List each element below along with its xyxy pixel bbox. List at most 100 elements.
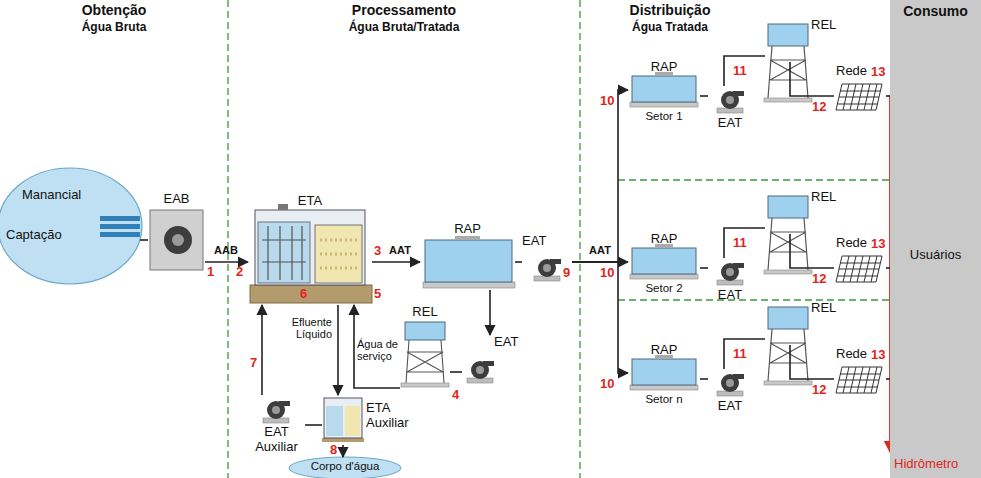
pump-station: EAT [708, 86, 752, 142]
node-label: EAT [708, 399, 752, 414]
pipe-connector [372, 261, 420, 263]
callout-number: 11 [733, 64, 747, 79]
reservoir: RAP Setor n [628, 343, 700, 409]
pipe-connector [342, 445, 344, 457]
node-label: REL [811, 190, 847, 205]
section-subtitle: Água Tratada [580, 21, 760, 34]
callout-number: 12 [812, 100, 826, 115]
callout-number: 11 [733, 236, 747, 251]
node-label: Rede [836, 347, 870, 362]
water-body: Corpo d'água [290, 457, 400, 478]
callout-number: 9 [563, 266, 570, 281]
callout-number: 7 [250, 356, 257, 371]
pipe-label: AAT [589, 244, 611, 256]
node-label: EAB [148, 192, 205, 207]
node-label: Rede [836, 64, 870, 79]
node-label: Setor 1 [628, 110, 700, 123]
callout-number: 2 [236, 265, 243, 280]
section-title: Distribuição [580, 3, 760, 19]
node-label: EAT [708, 116, 752, 131]
callout-number: 10 [600, 377, 614, 392]
callout-number: 13 [871, 348, 885, 363]
section-subtitle: Água Bruta [0, 21, 228, 34]
treatment-plant: ETA Auxiliar [322, 395, 440, 445]
pump-station: EAT [708, 369, 752, 425]
pipe-connector [337, 305, 339, 395]
pump-station: EAT [522, 232, 572, 290]
callout-number: 4 [452, 388, 459, 403]
pipe-connector [724, 339, 765, 369]
pump-station: EAT Auxiliar [248, 395, 305, 468]
node-label: EAT [708, 288, 752, 303]
pipe-connector [724, 228, 765, 258]
pipe-connector [354, 305, 400, 388]
callout-number: 12 [812, 272, 826, 287]
section-subtitle: Água Bruta/Tratada [228, 21, 580, 34]
node-label: EAT [494, 335, 522, 350]
section-title: Processamento [228, 3, 580, 19]
node-label: RAP [628, 343, 700, 358]
node-label: Setor n [628, 393, 700, 406]
pipe-connector [790, 234, 834, 268]
node-label: ETA Auxiliar [366, 401, 422, 430]
node-label: REL [811, 18, 847, 33]
pipe-connector [790, 62, 834, 96]
node-label: EAT Auxiliar [248, 425, 305, 454]
node-label: Captação [6, 228, 86, 243]
consumer-band: ConsumoUsuários [890, 0, 981, 478]
node-label: RAP [628, 232, 700, 247]
node-label: Consumo [890, 4, 981, 20]
node-label: EAT [522, 234, 572, 249]
pipe-connector [305, 424, 322, 426]
pipe-connector [450, 371, 462, 373]
callout-number: 1 [207, 265, 214, 280]
node-label: RAP [420, 222, 515, 237]
pump-station: EAB [148, 190, 205, 275]
treatment-plant: ETA [248, 194, 372, 305]
meter-label: Hidrômetro [894, 457, 958, 472]
pipe-connector [700, 267, 708, 269]
pump-station: EAT [708, 258, 752, 314]
flow-note: Água de serviço [357, 338, 401, 363]
pipe-connector [724, 56, 765, 86]
elevated-reservoir: REL [765, 18, 847, 62]
pipe-connector [572, 90, 628, 262]
elevated-reservoir: REL [765, 190, 847, 234]
callout-number: 12 [812, 383, 826, 398]
node-label: Usuários [890, 248, 981, 263]
node-label: RAP [628, 60, 700, 75]
callout-number: 8 [330, 443, 337, 458]
flow-note: Efluente Líquido [268, 316, 332, 341]
water-source: ManancialCaptação [0, 168, 140, 284]
pipe-connector [700, 95, 708, 97]
elevated-reservoir: REL [400, 305, 450, 392]
pump-station: EAT [462, 335, 522, 385]
node-label: ETA [248, 194, 372, 209]
reservoir: RAP Setor 1 [628, 60, 700, 126]
callout-number: 6 [300, 287, 307, 302]
pipe-connector [700, 378, 708, 380]
reservoir: RAP Setor 2 [628, 232, 700, 298]
node-label: Setor 2 [628, 282, 700, 295]
callout-number: 13 [871, 237, 885, 252]
elevated-reservoir: REL [765, 301, 847, 345]
pipe-connector [515, 261, 522, 263]
pipe-connector [140, 239, 148, 241]
section-title: Obtenção [0, 3, 228, 19]
node-label: Manancial [22, 188, 122, 203]
reservoir: RAP [420, 222, 515, 290]
pipe-connector [790, 345, 834, 379]
pipe-label: AAT [389, 244, 411, 256]
node-label: REL [400, 305, 450, 320]
callout-number: 5 [374, 287, 381, 302]
pipe-connector [572, 262, 628, 373]
callout-number: 11 [733, 347, 747, 362]
node-label: REL [811, 301, 847, 316]
callout-number: 10 [600, 266, 614, 281]
node-label: Corpo d'água [290, 460, 400, 473]
pipe-connector [205, 261, 248, 263]
pipe-label: AAB [214, 244, 238, 256]
pipe-connector [489, 290, 491, 335]
